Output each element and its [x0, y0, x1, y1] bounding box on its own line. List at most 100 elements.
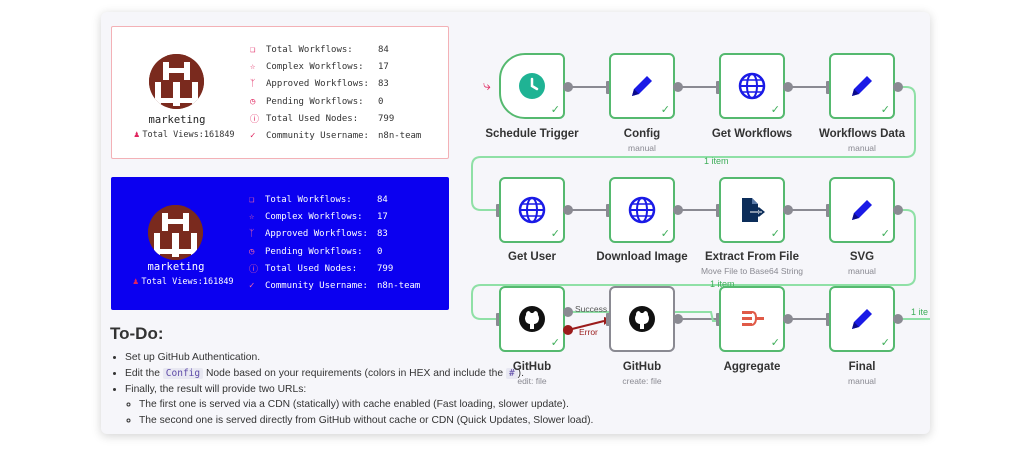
todo-note: To-Do: Set up GitHub Authentication. Edi… — [110, 324, 593, 429]
app-frame: marketing ♟Total Views:161849 ❏Total Wor… — [101, 12, 930, 434]
stat-total-workflows: ❏Total Workflows:84 — [250, 44, 389, 55]
input-handle[interactable] — [606, 313, 611, 326]
output-handle[interactable] — [563, 82, 573, 92]
todo-sublist: The first one is served via a CDN (stati… — [125, 397, 593, 429]
success-check-icon: ✓ — [550, 227, 560, 240]
globe-icon — [518, 196, 546, 224]
success-check-icon: ✓ — [660, 227, 670, 240]
output-handle[interactable] — [893, 205, 903, 215]
node-extract-from-file[interactable]: ✓ — [719, 177, 785, 243]
github-icon — [519, 306, 545, 332]
stat-complex-workflows: ☆Complex Workflows:17 — [250, 61, 389, 72]
output-handle[interactable] — [673, 314, 683, 324]
input-handle[interactable] — [496, 313, 501, 326]
output-handle[interactable] — [783, 205, 793, 215]
star-icon: ☆ — [250, 61, 256, 72]
success-check-icon: ✓ — [770, 103, 780, 116]
input-handle[interactable] — [716, 81, 721, 94]
node-subtitle: manual — [848, 143, 876, 153]
stats-list: ❏Total Workflows:84 ☆Complex Workflows:1… — [249, 191, 420, 295]
success-check-icon: ✓ — [880, 336, 890, 349]
input-handle[interactable] — [496, 204, 501, 217]
stat-community-username: ✓Community Username:n8n-team — [249, 281, 421, 292]
output-handle[interactable] — [673, 205, 683, 215]
node-subtitle: manual — [848, 376, 876, 386]
todo-subitem: The first one is served via a CDN (stati… — [139, 397, 569, 413]
edge-item-count: 1 ite — [911, 307, 929, 317]
alert-circle-icon: ⓘ — [250, 115, 260, 126]
node-workflows-data[interactable]: ✓ — [829, 53, 895, 119]
success-check-icon: ✓ — [770, 336, 780, 349]
input-handle[interactable] — [826, 81, 831, 94]
node-label: GitHub — [512, 361, 552, 373]
node-subtitle: Move File to Base64 String — [700, 266, 804, 276]
node-get-workflows[interactable]: ✓ — [719, 53, 785, 119]
success-check-icon: ✓ — [550, 336, 560, 349]
output-handle[interactable] — [563, 205, 573, 215]
input-handle[interactable] — [606, 81, 611, 94]
node-github-create[interactable] — [609, 286, 675, 352]
stat-pending-workflows: ◷Pending Workflows:0 — [250, 96, 384, 107]
node-config[interactable]: ✓ — [609, 53, 675, 119]
aggregate-icon — [742, 311, 764, 326]
node-svg[interactable]: ✓ — [829, 177, 895, 243]
input-handle[interactable] — [716, 204, 721, 217]
input-handle[interactable] — [826, 313, 831, 326]
node-subtitle: manual — [848, 266, 876, 276]
node-label: Aggregate — [723, 361, 781, 373]
clock-icon: ◷ — [250, 96, 256, 107]
success-output-handle[interactable] — [563, 307, 573, 317]
success-check-icon: ✓ — [550, 103, 560, 116]
node-aggregate[interactable]: ✓ — [719, 286, 785, 352]
todo-item: Set up GitHub Authentication. — [125, 350, 450, 366]
book-icon: ❏ — [250, 44, 256, 55]
check-icon: ✓ — [250, 131, 256, 142]
node-label: Download Image — [596, 251, 688, 263]
github-icon — [629, 306, 655, 332]
pen-icon — [852, 200, 872, 220]
todo-subitem: The second one is served directly from G… — [139, 413, 593, 429]
star-icon: ☆ — [249, 211, 255, 222]
node-github-edit[interactable]: ✓ — [499, 286, 565, 352]
lightning-icon: ⤷ — [483, 78, 491, 94]
pen-icon — [632, 76, 652, 96]
avatar — [149, 54, 204, 109]
node-label: Schedule Trigger — [485, 128, 579, 140]
stat-pending-workflows: ◷Pending Workflows:0 — [249, 246, 383, 257]
node-get-user[interactable]: ✓ — [499, 177, 565, 243]
node-label: Config — [623, 128, 661, 140]
node-label: GitHub — [622, 361, 662, 373]
success-output-label: Success — [575, 304, 608, 314]
node-label: SVG — [849, 251, 875, 263]
clock-icon — [519, 73, 545, 99]
inline-code: Config — [162, 367, 204, 379]
file-export-icon — [742, 198, 766, 222]
output-handle[interactable] — [783, 314, 793, 324]
input-handle[interactable] — [716, 313, 721, 326]
node-schedule-trigger[interactable]: ✓ — [499, 53, 565, 119]
node-subtitle: create: file — [622, 376, 662, 386]
avatar — [148, 205, 203, 260]
success-check-icon: ✓ — [880, 103, 890, 116]
success-check-icon: ✓ — [880, 227, 890, 240]
node-final[interactable]: ✓ — [829, 286, 895, 352]
error-output-handle[interactable] — [563, 325, 573, 335]
output-handle[interactable] — [893, 314, 903, 324]
input-handle[interactable] — [826, 204, 831, 217]
output-handle[interactable] — [893, 82, 903, 92]
clock-icon: ◷ — [249, 246, 255, 257]
check-icon: ✓ — [249, 281, 255, 292]
output-handle[interactable] — [673, 82, 683, 92]
success-check-icon: ✓ — [660, 103, 670, 116]
branch-icon: ᛉ — [249, 229, 255, 240]
node-label: Get User — [508, 251, 556, 263]
input-handle[interactable] — [606, 204, 611, 217]
node-download-image[interactable]: ✓ — [609, 177, 675, 243]
output-handle[interactable] — [783, 82, 793, 92]
stats-list: ❏Total Workflows:84 ☆Complex Workflows:1… — [250, 41, 421, 145]
node-label: Final — [848, 361, 876, 373]
